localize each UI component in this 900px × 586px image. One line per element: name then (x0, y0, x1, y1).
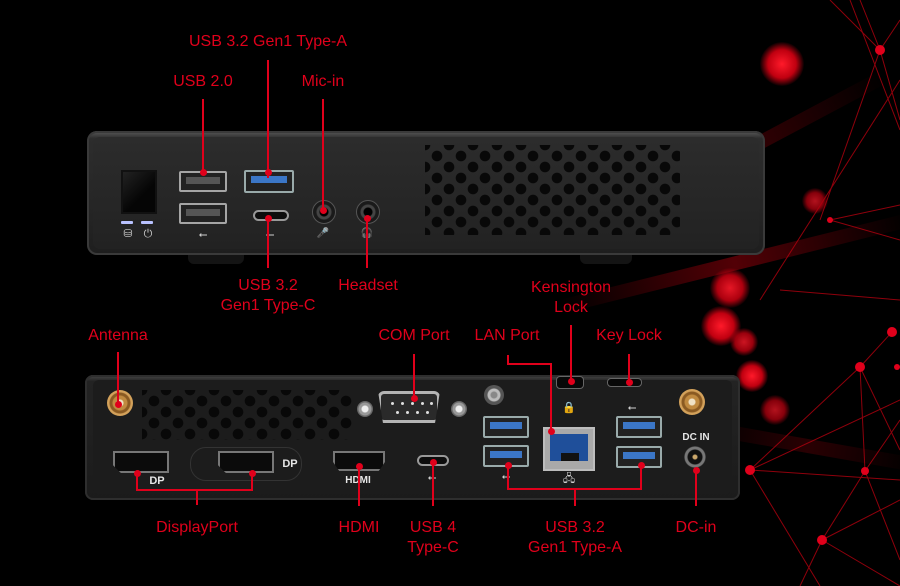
leader-line (413, 354, 415, 398)
key-lock-slot[interactable] (607, 378, 642, 387)
rear-vent (142, 390, 352, 440)
usb32-type-a-rear-3[interactable] (616, 416, 662, 438)
leader-line (251, 473, 253, 490)
glow-dot (760, 395, 790, 425)
usb-icon: ⭠ (501, 470, 511, 483)
label-lan-port: LAN Port (474, 327, 540, 344)
label-usb32-gen1-type-a-front: USB 3.2 Gen1 Type-A (188, 33, 348, 50)
glow-dot (736, 360, 768, 392)
leader-line (117, 352, 119, 404)
leader-line (507, 363, 551, 365)
leader-line (202, 99, 204, 172)
leader-line (432, 462, 434, 506)
leader-dot (364, 215, 371, 222)
leader-dot (411, 395, 418, 402)
dc-in-jack[interactable] (684, 446, 706, 468)
leader-line (267, 218, 269, 268)
leader-line (570, 325, 572, 382)
mic-icon: 🎤 (316, 228, 330, 239)
usb-icon: ⭠ (198, 228, 208, 241)
usb-icon: ⭠ (265, 228, 275, 241)
thumb-screw (484, 385, 504, 405)
leader-dot (265, 215, 272, 222)
label-usb32-rear-line1: USB 3.2 (545, 519, 605, 536)
com-port[interactable] (378, 391, 440, 423)
label-usb32-type-c-front-line2: Gen1 Type-C (220, 297, 316, 314)
power-icon: ⏻ (143, 227, 153, 240)
label-usb20: USB 2.0 (173, 73, 233, 90)
usb20-port-bottom[interactable] (179, 203, 227, 224)
leader-line (196, 489, 198, 505)
leader-line (267, 60, 269, 178)
leader-line (628, 354, 630, 382)
antenna-connector-right[interactable] (679, 389, 705, 415)
leader-line (322, 99, 324, 210)
dp2-silkscreen: DP (282, 458, 298, 470)
label-dc-in: DC-in (675, 519, 717, 536)
power-led (141, 221, 153, 224)
leader-dot (548, 428, 555, 435)
leader-line (136, 473, 138, 490)
dp-bezel (190, 447, 302, 481)
leader-line (136, 489, 253, 491)
label-usb32-rear-line2: Gen1 Type-A (528, 539, 622, 556)
usb32-type-a-rear-1[interactable] (483, 416, 529, 438)
leader-line (695, 470, 697, 506)
com-screw-right (451, 401, 467, 417)
leader-line (550, 363, 552, 431)
usb-icon: ⭠ (627, 401, 637, 414)
label-headset: Headset (338, 277, 398, 294)
label-mic-in: Mic-in (301, 73, 345, 90)
leader-dot (200, 169, 207, 176)
leader-line (640, 465, 642, 489)
leader-line (507, 465, 509, 489)
label-usb32-type-c-front-line1: USB 3.2 (238, 277, 298, 294)
lock-icon: 🔒 (562, 401, 576, 414)
displayport-port-1[interactable] (113, 451, 169, 473)
label-hdmi: HDMI (338, 519, 380, 536)
label-com-port: COM Port (378, 327, 450, 344)
com-screw-left (357, 401, 373, 417)
hdd-icon: ⛁ (123, 227, 133, 240)
leader-line (358, 466, 360, 506)
front-vent (425, 145, 680, 235)
device-foot (188, 254, 244, 264)
leader-dot (115, 401, 122, 408)
leader-line (574, 488, 576, 506)
label-kensington-lock-line2: Lock (554, 299, 588, 316)
leader-line (507, 355, 509, 364)
leader-dot (265, 169, 272, 176)
label-key-lock: Key Lock (596, 327, 662, 344)
label-kensington-lock-line1: Kensington (530, 279, 612, 296)
glow-dot (710, 268, 750, 308)
leader-dot (626, 379, 633, 386)
displayport-port-2[interactable] (218, 451, 274, 473)
dp1-silkscreen: DP (149, 475, 165, 487)
front-display-window (121, 170, 157, 214)
hdd-led (121, 221, 133, 224)
network-icon: 🖧 (562, 472, 576, 485)
label-displayport: DisplayPort (156, 519, 238, 536)
glow-dot (760, 42, 804, 86)
label-usb4-line1: USB 4 (409, 519, 457, 536)
leader-line (366, 218, 368, 268)
leader-dot (568, 378, 575, 385)
label-usb4-line2: Type-C (407, 539, 459, 556)
dc-in-silkscreen: DC IN (682, 432, 710, 443)
label-antenna: Antenna (88, 327, 148, 344)
leader-dot (320, 207, 327, 214)
glow-dot (730, 328, 758, 356)
device-foot (580, 254, 632, 264)
